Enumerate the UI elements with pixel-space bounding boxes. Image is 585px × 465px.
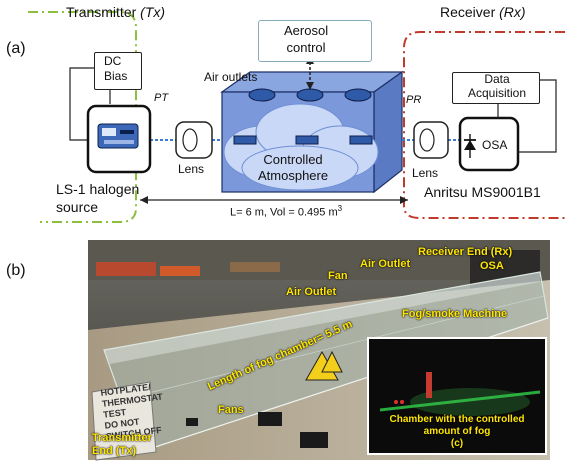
air-outlet-top-annotation: Air Outlet bbox=[360, 258, 411, 270]
dc-bias-label: DC Bias bbox=[104, 54, 128, 83]
fog-machine-annotation: Fog/smoke Machine bbox=[402, 308, 508, 320]
receiver-device-label: Anritsu MS9001B1 bbox=[424, 184, 541, 200]
transmitter-title: Transmitter (Tx) bbox=[66, 4, 166, 20]
receiver-region bbox=[403, 31, 565, 219]
inset-caption: Chamber with the controlled amount of fo… bbox=[389, 414, 525, 449]
chamber-label: Controlled Atmosphere bbox=[258, 152, 329, 183]
receiver-end-annotation: Receiver End (Rx) bbox=[418, 246, 513, 258]
air-outlet-3 bbox=[344, 88, 372, 102]
receiver-symbol: (Rx) bbox=[499, 4, 526, 20]
lens-left-label: Lens bbox=[178, 162, 205, 176]
transmitter-symbol: (Tx) bbox=[140, 4, 166, 20]
data-acquisition-label: Data Acquisition bbox=[468, 72, 527, 100]
lens-left-box bbox=[175, 121, 213, 159]
halogen-source-icon bbox=[97, 123, 139, 149]
aerosol-control-box bbox=[258, 20, 372, 62]
panel-a-label: (a) bbox=[6, 40, 26, 57]
dc-bias-box bbox=[94, 52, 142, 90]
osa-annotation: OSA bbox=[480, 260, 504, 272]
chamber-fan-3 bbox=[349, 135, 373, 145]
transmitter-end-annotation: Transmitter End (Tx) bbox=[92, 432, 152, 457]
lens-right-box bbox=[413, 121, 449, 159]
panel-a-diagram bbox=[28, 11, 565, 223]
chamber-fan-1 bbox=[233, 135, 257, 145]
source-label: LS-1 halogen source bbox=[56, 181, 140, 215]
p-r-label: PR bbox=[406, 94, 422, 106]
osa-box bbox=[458, 116, 520, 172]
air-outlet-1 bbox=[248, 88, 276, 102]
fan-top-annotation: Fan bbox=[328, 270, 348, 282]
lens-right-label: Lens bbox=[412, 166, 439, 180]
panel-b-label: (b) bbox=[6, 262, 26, 279]
chamber-length-annotation: Length of fog chamber= 5.5 m bbox=[206, 318, 355, 393]
p-t-label: PT bbox=[154, 92, 169, 104]
aerosol-control-label: Aerosol control bbox=[284, 23, 329, 55]
chamber-side-face bbox=[373, 70, 403, 194]
air-outlet-mid-annotation: Air Outlet bbox=[286, 286, 337, 298]
data-acquisition-box bbox=[452, 72, 540, 104]
dimensions-label: L= 6 m, Vol = 0.495 m3 bbox=[230, 204, 343, 219]
air-outlet-2 bbox=[296, 88, 324, 102]
chamber-fan-2 bbox=[295, 135, 319, 145]
receiver-title: Receiver (Rx) bbox=[440, 4, 526, 20]
osa-label: OSA bbox=[482, 138, 508, 152]
dimensions-sup: 3 bbox=[337, 204, 343, 213]
fans-annotation: Fans bbox=[218, 404, 244, 416]
air-outlets-label: Air outlets bbox=[204, 70, 258, 84]
